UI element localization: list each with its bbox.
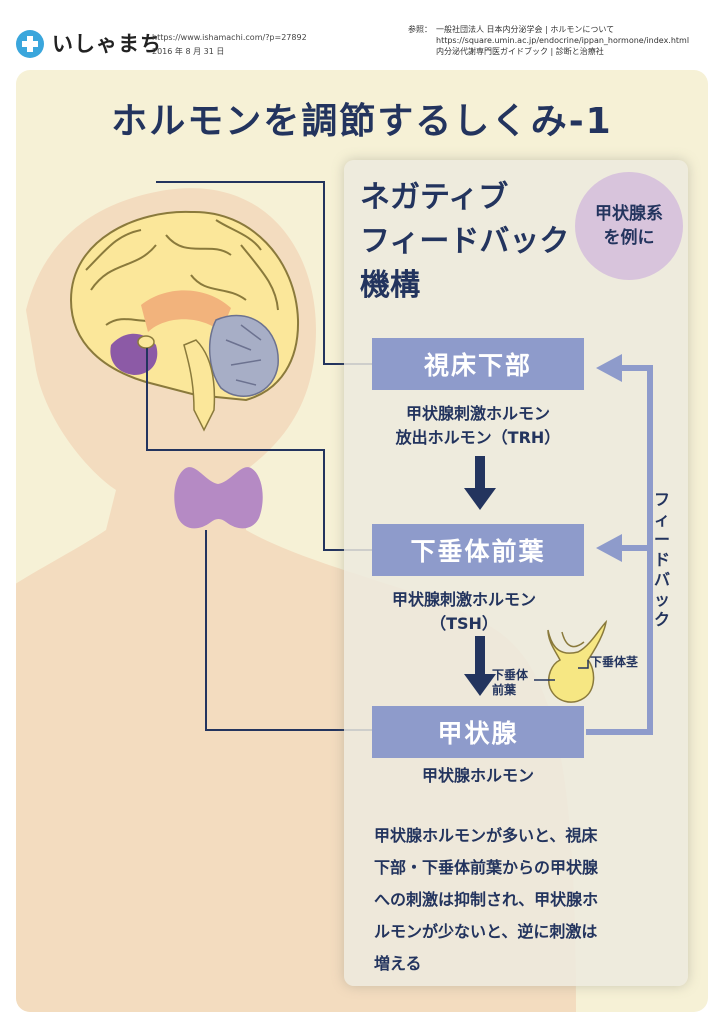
corpus-callosum: [141, 290, 231, 332]
anterior-lobe-label: 下垂体 前葉: [492, 668, 528, 698]
description-line-3: への刺激は抑制され、甲状腺ホ: [374, 890, 599, 909]
cerebellum-veins: [225, 324, 262, 386]
mechanism-title: ネガティブ フィードバック 機構: [360, 176, 569, 308]
pituitary-stalk: [547, 619, 608, 703]
trh-label-line-2: 放出ホルモン（TRH）: [395, 428, 561, 447]
brainstem: [183, 339, 216, 432]
line-thyroid-to-box: [205, 530, 372, 731]
anterior-lobe-label-line-1: 下垂体: [492, 668, 529, 682]
pituitary-inner: [561, 631, 585, 648]
thyroid-hormone-label: 甲状腺ホルモン: [421, 766, 534, 785]
site-url: https://www.ishamachi.com/?p=27892: [152, 33, 307, 42]
trh-label: 甲状腺刺激ホルモン 放出ホルモン（TRH）: [348, 402, 608, 450]
thyroid-gland: [174, 467, 263, 529]
reference-line-2: https://square.umin.ac.jp/endocrine/ippa…: [436, 36, 690, 45]
feedback-arrowhead-pituitary: [596, 534, 622, 562]
tsh-label: 甲状腺刺激ホルモン （TSH）: [334, 588, 594, 636]
example-badge: 甲状腺系 を例に: [575, 172, 683, 280]
reference-label: 参照：: [408, 25, 432, 34]
example-line-2: を例に: [603, 228, 655, 248]
stalk-label: 下垂体茎: [590, 655, 639, 669]
description-text: 甲状腺ホルモンが多いと、視床 下部・下垂体前葉からの甲状腺 への刺激は抑制され、…: [374, 820, 674, 980]
feedback-label: フィードバック: [653, 490, 670, 629]
tsh-label-line-1: 甲状腺刺激ホルモン: [391, 590, 536, 609]
reference-line-1: 一般社団法人 日本内分泌学会 | ホルモンについて: [436, 25, 615, 34]
page-title: ホルモンを調節するしくみ-1: [111, 101, 613, 142]
arrow-trh-down: [464, 456, 496, 510]
reference-block: 参照： 一般社団法人 日本内分泌学会 | ホルモンについて https://squ…: [408, 24, 689, 57]
trh-label-line-1: 甲状腺刺激ホルモン: [405, 404, 550, 423]
pituitary-box: 下垂体前葉: [372, 524, 584, 576]
feedback-arrowhead-hypothalamus: [596, 354, 622, 382]
cross-logo-icon: [16, 30, 44, 58]
label-leader-stalk: [578, 660, 589, 669]
mechanism-title-line-2: フィードバック: [360, 224, 570, 259]
brain-folds: [85, 219, 279, 326]
logo-text: いしゃまち: [52, 32, 162, 56]
anterior-lobe-label-line-2: 前葉: [492, 683, 517, 697]
reference-line-3: 内分泌代謝専門医ガイドブック | 診断と治療社: [436, 47, 604, 56]
arrow-tsh-down: [464, 636, 496, 696]
thyroid-box: 甲状腺: [372, 706, 584, 758]
description-line-2: 下部・下垂体前葉からの甲状腺: [374, 858, 599, 877]
mechanism-title-line-1: ネガティブ: [360, 180, 509, 215]
description-line-5: 増える: [374, 954, 422, 973]
header: いしゃまち https://www.ishamachi.com/?p=27892…: [0, 0, 724, 70]
publish-date: 2016 年 8 月 31 日: [152, 47, 225, 56]
description-line-1: 甲状腺ホルモンが多いと、視床: [374, 826, 598, 845]
tsh-label-line-2: （TSH）: [430, 614, 498, 633]
hypothalamus-box: 視床下部: [372, 338, 584, 390]
description-line-4: ルモンが少ないと、逆に刺激は: [374, 922, 598, 941]
cerebellum: [208, 314, 279, 397]
line-brain-to-pituitary: [146, 348, 372, 551]
mechanism-title-line-3: 機構: [360, 268, 420, 303]
example-line-1: 甲状腺系: [595, 204, 663, 224]
